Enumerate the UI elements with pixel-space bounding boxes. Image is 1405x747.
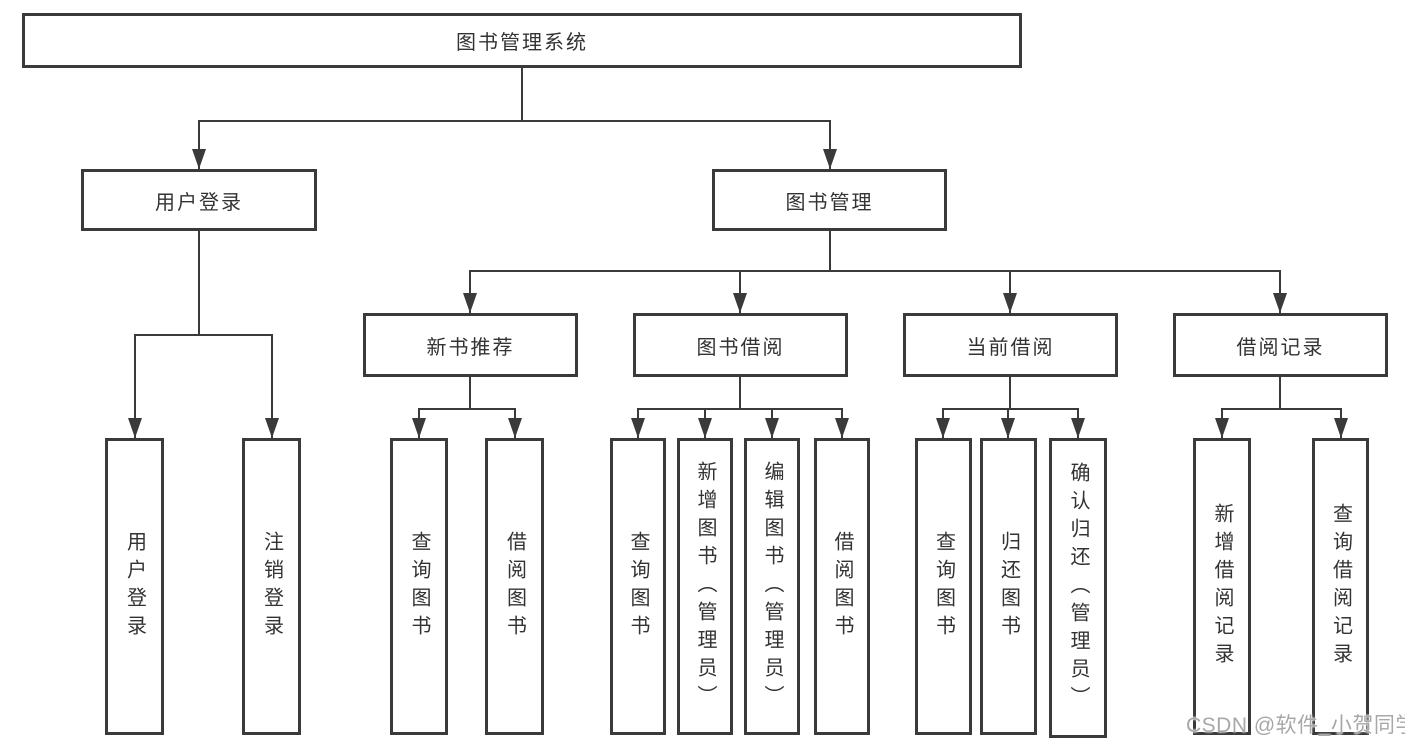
leaf-bb-query-books: 查询图书 [610,438,666,735]
watermark: CSDN @软件_小贺同学 [1186,714,1405,737]
arrow-to-bb-add [698,408,712,438]
node-borrow: 图书借阅 [633,313,848,377]
connector-book-mgmt-stem [829,231,831,272]
arrow-to-borrow [733,270,747,313]
connector-user-login-bar [134,334,273,336]
arrow-to-book-mgmt [823,120,837,169]
arrow-to-nb-query [412,408,426,438]
node-book-mgmt: 图书管理 [712,169,947,231]
arrow-to-leaf-logout [265,334,279,438]
connector-records-stem [1279,377,1281,410]
leaf-cb-confirm-return-admin: 确认归还（管理员） [1049,438,1107,738]
connector-root-stem [521,68,523,122]
connector-current-stem [1009,377,1011,410]
arrow-to-bb-edit [765,408,779,438]
leaf-nb-query-books: 查询图书 [390,438,448,735]
leaf-cb-query-books: 查询图书 [915,438,972,735]
connector-user-login-stem [198,231,200,336]
node-new-books: 新书推荐 [363,313,578,377]
leaf-cb-return-books: 归还图书 [980,438,1037,735]
node-records: 借阅记录 [1173,313,1388,377]
node-current: 当前借阅 [903,313,1118,377]
connector-borrow-stem [739,377,741,410]
arrow-to-records [1273,270,1287,313]
leaf-bb-edit-books-admin: 编辑图书（管理员） [744,438,800,735]
leaf-bb-add-books-admin: 新增图书（管理员） [677,438,733,735]
leaf-nb-borrow-books: 借阅图书 [485,438,544,735]
leaf-logout: 注销登录 [242,438,301,735]
leaf-br-add-record: 新增借阅记录 [1193,438,1251,735]
leaf-bb-borrow-books: 借阅图书 [814,438,870,735]
connector-borrow-bar [637,408,843,410]
connector-level3-bar [469,270,1281,272]
connector-level2-bar [198,120,831,122]
arrow-to-user-login [192,120,206,169]
arrow-to-current [1003,270,1017,313]
arrow-to-br-query [1334,408,1348,438]
arrow-to-leaf-user-login [128,334,142,438]
leaf-br-query-record: 查询借阅记录 [1312,438,1369,735]
node-root: 图书管理系统 [22,13,1022,68]
arrow-to-new-books [463,270,477,313]
arrow-to-cb-query [936,408,950,438]
arrow-to-br-add [1215,408,1229,438]
connector-current-bar [942,408,1078,410]
arrow-to-cb-return [1001,408,1015,438]
connector-new-books-bar [418,408,516,410]
arrow-to-bb-query [631,408,645,438]
node-user-login: 用户登录 [81,169,317,231]
connector-new-books-stem [469,377,471,410]
connector-records-bar [1221,408,1342,410]
leaf-user-login: 用户登录 [105,438,164,735]
arrow-to-cb-confirm [1071,408,1085,438]
arrow-to-bb-borrow [835,408,849,438]
arrow-to-nb-borrow [508,408,522,438]
